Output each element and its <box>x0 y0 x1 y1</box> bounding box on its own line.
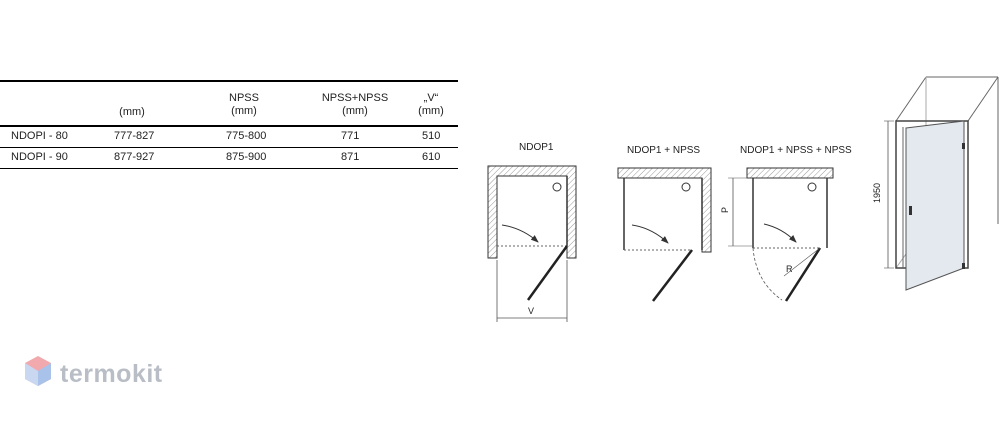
row-npss: 875-900 <box>226 151 267 163</box>
row-npss: 775-800 <box>226 130 267 142</box>
watermark-text: termokit <box>60 360 163 388</box>
header-npss-npss-line1: NPSS+NPSS <box>321 92 389 104</box>
dimension-label-p: P <box>720 206 731 214</box>
header-bottom-rule <box>0 125 458 127</box>
diagram-ndop1-npss <box>617 167 712 302</box>
row-npss-npss: 771 <box>341 130 360 142</box>
header-npss: NPSS (mm) <box>222 92 266 118</box>
header-npss-line2: (mm) <box>231 105 257 117</box>
row-divider <box>0 147 458 148</box>
header-mm: (mm) <box>119 106 145 118</box>
table-bottom-rule <box>0 168 458 169</box>
diagram-ndop1 <box>487 165 577 322</box>
header-v: „V“ (mm) <box>410 92 452 118</box>
diagram-ndop1-npss-npss <box>728 167 834 302</box>
table-top-rule <box>0 80 458 82</box>
diagram-title-ndop1-npss-npss: NDOP1 + NPSS + NPSS <box>740 145 852 156</box>
row-model: NDOPI - 90 <box>11 151 68 163</box>
row-npss-npss: 871 <box>341 151 360 163</box>
watermark-logo-icon <box>25 356 51 386</box>
header-v-line2: (mm) <box>418 105 444 117</box>
header-npss-npss: NPSS+NPSS (mm) <box>312 92 398 118</box>
row-range: 877-927 <box>114 151 155 163</box>
diagram-title-ndop1: NDOP1 <box>519 142 554 153</box>
diagram-title-ndop1-npss: NDOP1 + NPSS <box>627 145 701 156</box>
height-label: 1950 <box>872 182 883 204</box>
row-v: 510 <box>422 130 441 142</box>
header-npss-line1: NPSS <box>229 92 259 104</box>
dimension-label-r: R <box>786 264 793 274</box>
row-range: 777-827 <box>114 130 155 142</box>
enclosure-3d <box>884 76 999 291</box>
header-npss-npss-line2: (mm) <box>342 105 368 117</box>
row-model: NDOPI - 80 <box>11 130 68 142</box>
header-v-line1: „V“ <box>423 92 439 104</box>
row-v: 610 <box>422 151 441 163</box>
dimension-label-v: V <box>528 306 535 316</box>
